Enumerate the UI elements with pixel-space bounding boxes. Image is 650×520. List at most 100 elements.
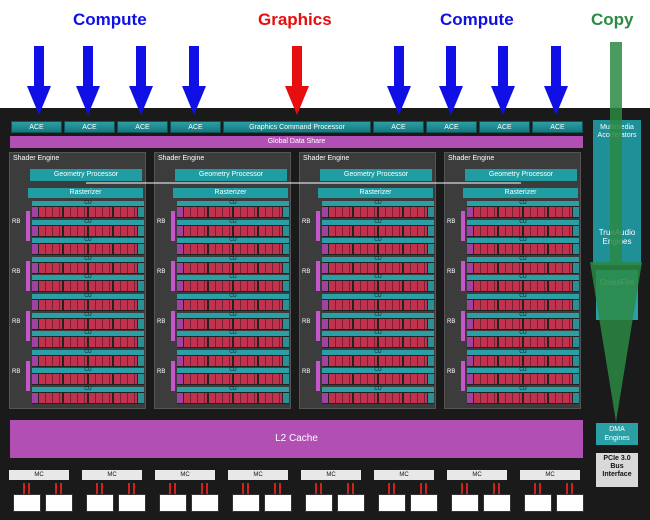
- l2-cache: L2 Cache: [10, 420, 583, 458]
- cu-scheduler: [467, 337, 473, 348]
- compute-unit-label: CU: [32, 294, 144, 299]
- cu-scheduler: [322, 225, 328, 236]
- compute-unit: CU: [322, 238, 434, 256]
- cu-scheduler: [322, 300, 328, 310]
- vector-register-block: [474, 207, 497, 217]
- memory-chip: [410, 494, 438, 512]
- shader-engine-title: Shader Engine: [448, 155, 495, 162]
- compute-unit-label: CU: [177, 219, 289, 225]
- render-backend: RB: [302, 269, 311, 275]
- vector-register-block: [114, 207, 137, 217]
- vector-register-block: [379, 337, 402, 348]
- compute-unit-label: CU: [467, 312, 579, 318]
- vector-register-block: [39, 225, 62, 236]
- cu-cache: [283, 337, 289, 348]
- vector-register-block: [209, 318, 232, 329]
- vector-register-block: [549, 281, 572, 292]
- compute-unit: CU: [177, 219, 289, 237]
- vector-register-block: [209, 262, 232, 273]
- vector-register-block: [64, 262, 87, 273]
- cu-cache: [428, 374, 434, 385]
- vector-register-block: [64, 281, 87, 292]
- compute-unit: CU: [322, 201, 434, 218]
- compute-unit-label: CU: [322, 275, 434, 281]
- compute-unit-label: CU: [32, 349, 144, 355]
- compute-unit: CU: [467, 219, 579, 237]
- compute-unit-label: CU: [322, 349, 434, 355]
- compute-unit-label: CU: [32, 312, 144, 318]
- memory-link: [128, 483, 130, 494]
- cu-cache: [283, 281, 289, 292]
- ace-unit: ACE: [117, 121, 168, 133]
- cu-scheduler: [322, 281, 328, 292]
- memory-chip: [13, 494, 41, 512]
- compute-unit-label: CU: [467, 387, 579, 392]
- cu-scheduler: [467, 225, 473, 236]
- cu-scheduler: [467, 207, 473, 217]
- shader-engine-title: Shader Engine: [158, 155, 205, 162]
- compute-arrows-right: [387, 46, 568, 115]
- vector-register-block: [259, 281, 282, 292]
- vector-register-block: [474, 393, 497, 403]
- vector-register-block: [209, 225, 232, 236]
- vector-register-block: [524, 355, 547, 366]
- vector-register-block: [114, 300, 137, 310]
- shader-engine: Shader Engine Geometry Processor Rasteri…: [444, 152, 581, 409]
- memory-chip: [118, 494, 146, 512]
- cu-scheduler: [32, 300, 38, 310]
- vector-register-block: [259, 225, 282, 236]
- compute-unit-label: CU: [32, 201, 144, 206]
- cu-scheduler: [467, 318, 473, 329]
- vector-register-block: [259, 337, 282, 348]
- compute-unit: CU: [32, 368, 144, 386]
- vector-register-block: [474, 300, 497, 310]
- vector-register-block: [524, 374, 547, 385]
- compute-unit: CU: [32, 349, 144, 367]
- compute-unit-label: CU: [322, 312, 434, 318]
- compute-unit: CU: [467, 331, 579, 349]
- shader-engine-title: Shader Engine: [303, 155, 350, 162]
- vector-register-block: [499, 244, 522, 255]
- render-backend-bar: [26, 211, 30, 241]
- vector-register-block: [329, 207, 352, 217]
- vector-register-block: [64, 374, 87, 385]
- compute-unit: CU: [177, 331, 289, 349]
- vector-register-block: [64, 225, 87, 236]
- memory-link: [101, 483, 103, 494]
- compute-unit: CU: [322, 256, 434, 274]
- vector-register-block: [39, 355, 62, 366]
- cu-scheduler: [322, 244, 328, 255]
- memory-link: [274, 483, 276, 494]
- vector-register-block: [39, 337, 62, 348]
- vector-register-block: [379, 244, 402, 255]
- compute-unit: CU: [32, 331, 144, 349]
- cu-cache: [428, 281, 434, 292]
- cu-cache: [573, 318, 579, 329]
- compute-unit: CU: [467, 256, 579, 274]
- cu-cache: [283, 300, 289, 310]
- compute-unit-label: CU: [32, 368, 144, 374]
- vector-register-block: [499, 300, 522, 310]
- vector-register-block: [209, 355, 232, 366]
- vector-register-block: [89, 300, 112, 310]
- geometry-processor: Geometry Processor: [465, 169, 577, 181]
- vector-register-block: [64, 318, 87, 329]
- cu-scheduler: [177, 355, 183, 366]
- vector-register-block: [114, 244, 137, 255]
- compute-unit: CU: [177, 294, 289, 311]
- memory-chip: [337, 494, 365, 512]
- trueaudio-engines-label: TrueAudio Engines: [598, 228, 636, 246]
- cu-cache: [283, 207, 289, 217]
- cu-cache: [138, 281, 144, 292]
- memory-chip: [524, 494, 552, 512]
- cu-scheduler: [322, 337, 328, 348]
- vector-register-block: [549, 318, 572, 329]
- vector-register-block: [329, 300, 352, 310]
- crossfire-block: CrossFire: [596, 270, 638, 320]
- vector-register-block: [354, 300, 377, 310]
- vector-register-block: [354, 374, 377, 385]
- geometry-processor: Geometry Processor: [175, 169, 287, 181]
- compute-unit-label: CU: [322, 256, 434, 262]
